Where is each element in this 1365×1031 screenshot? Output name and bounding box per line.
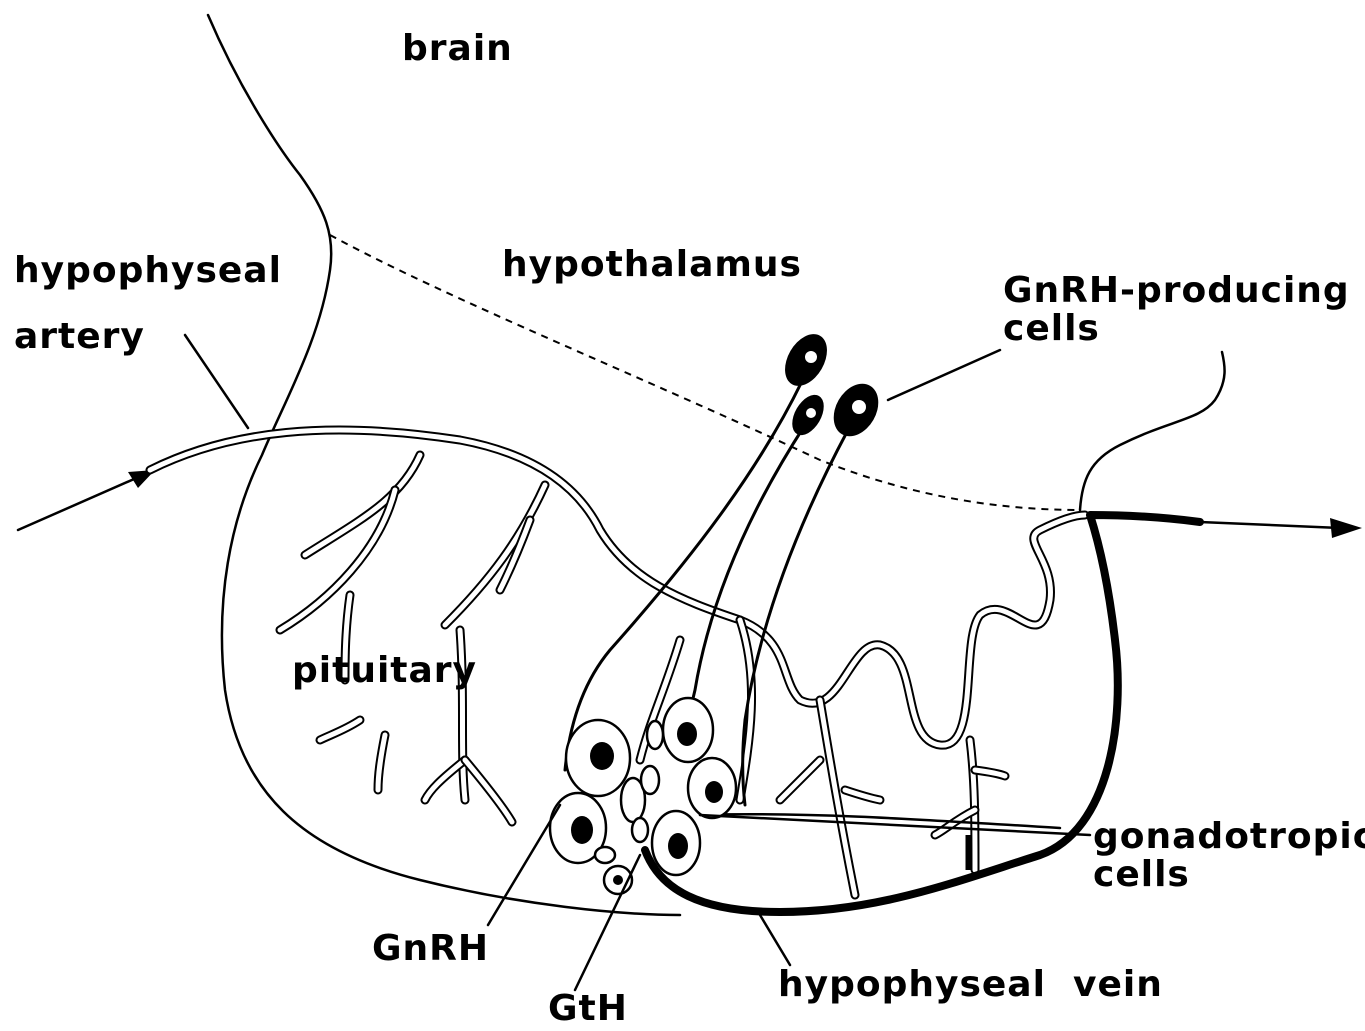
label-hypophyseal-artery: hypophyseal artery	[14, 252, 282, 356]
label-gnrh-cells-line2: cells	[1003, 310, 1350, 348]
label-artery-line2: artery	[14, 318, 282, 356]
vein-label-pointer	[760, 915, 790, 965]
label-artery-line1: hypophyseal	[14, 252, 282, 290]
gnrh-cells-pointer	[888, 350, 1000, 400]
label-gonadotropic-cells: gonadotropic cells	[1093, 818, 1365, 894]
label-gth: GtH	[548, 990, 628, 1028]
label-hypothalamus: hypothalamus	[502, 246, 802, 284]
gnrh-label-pointer	[488, 805, 560, 925]
label-gnrh-cells-line1: GnRH-producing	[1003, 272, 1350, 310]
gnrh-neuron-2	[689, 389, 830, 740]
label-gonado-line1: gonadotropic	[1093, 818, 1365, 856]
hypophyseal-artery-vessel	[150, 430, 1085, 745]
vein-outflow-arrowhead	[1330, 518, 1362, 538]
label-hypophyseal-vein: hypophyseal vein	[778, 966, 1163, 1004]
label-gnrh: GnRH	[372, 930, 489, 968]
vein-inner-connection	[700, 814, 1060, 828]
label-gonado-line2: cells	[1093, 856, 1365, 894]
vein-drain-line	[1080, 352, 1225, 510]
vein-outflow-line	[1200, 522, 1340, 528]
gonadotropic-cell-cluster	[550, 698, 736, 894]
label-pituitary: pituitary	[292, 652, 477, 690]
artery-inflow-line	[18, 472, 150, 530]
label-brain: brain	[402, 30, 513, 68]
label-gnrh-producing-cells: GnRH-producing cells	[1003, 272, 1350, 348]
gnrh-neuron-3	[743, 376, 888, 805]
